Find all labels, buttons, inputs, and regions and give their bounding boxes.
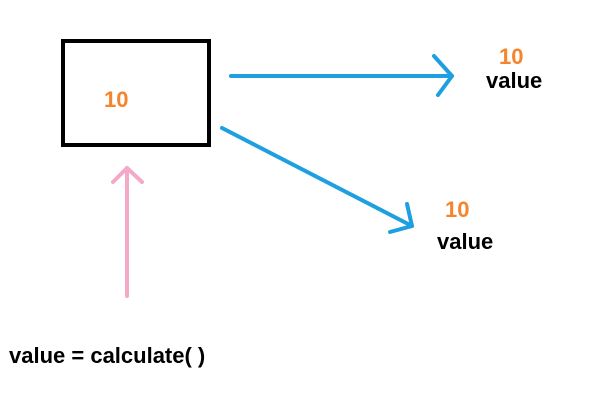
variable-box (61, 39, 211, 147)
output-bottom-label: value (437, 229, 494, 254)
output-arrow-diagonal (220, 126, 414, 234)
output-bottom-value: 10 (445, 197, 470, 222)
output-top-value: 10 (499, 44, 524, 69)
output-top-label: value (486, 68, 543, 93)
input-arrow-up (111, 166, 144, 298)
assignment-statement: value = calculate( ) (9, 343, 206, 368)
box-value: 10 (104, 87, 129, 112)
output-arrow-right (229, 54, 454, 97)
